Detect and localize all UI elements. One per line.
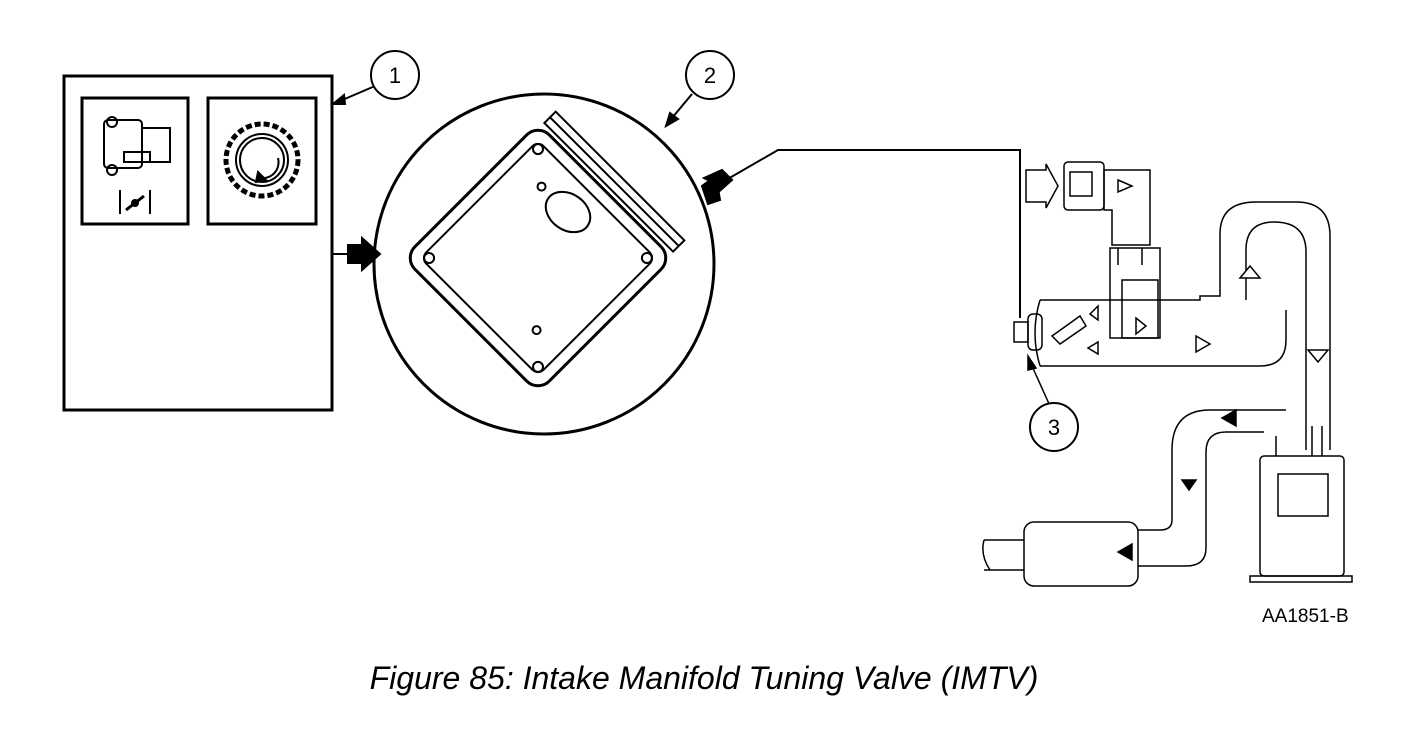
sensor-input-panel — [62, 74, 376, 412]
intake-manifold-assembly — [982, 161, 1353, 587]
callout-1-label: 1 — [389, 63, 401, 88]
callout-3-label: 3 — [1048, 415, 1060, 440]
callout-2: 2 — [685, 50, 735, 100]
pcm-module — [372, 92, 716, 436]
figure-caption: Figure 85: Intake Manifold Tuning Valve … — [369, 660, 1039, 696]
callout-3: 3 — [1029, 402, 1079, 452]
throttle-position-sensor-icon — [80, 96, 190, 226]
drawing-id: AA1851-B — [1262, 606, 1349, 627]
callout-1: 1 — [370, 50, 420, 100]
output-signal-wire — [700, 149, 1021, 318]
rotation-sensor-icon — [206, 96, 318, 226]
signal-arrow-to-pcm — [332, 235, 382, 273]
callout-2-label: 2 — [704, 63, 716, 88]
